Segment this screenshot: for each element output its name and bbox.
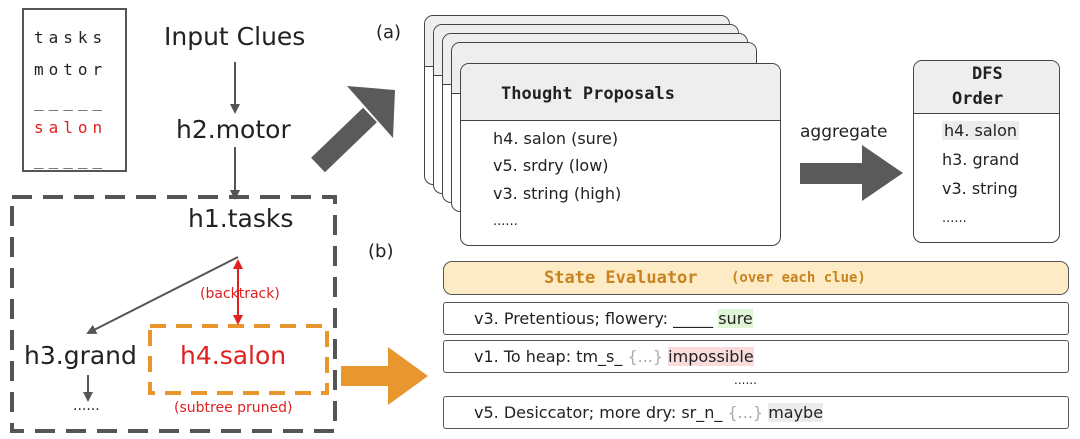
proposal-item: v5. srdry (low) — [493, 156, 609, 175]
omitted-brace: {...} — [627, 347, 664, 366]
big-arrow-to-proposals — [311, 86, 395, 173]
verdict-maybe: maybe — [768, 403, 824, 422]
proposals-title: Thought Proposals — [501, 84, 675, 104]
label-a: (a) — [376, 22, 402, 43]
aggregate-arrow — [800, 145, 903, 201]
orange-arrow-to-evaluator — [341, 347, 428, 405]
board-row-salon: salon — [34, 118, 108, 137]
tree-ellipsis: ...... — [73, 398, 100, 414]
evaluator-ellipsis: ...... — [734, 373, 757, 387]
search-tree-box — [10, 195, 337, 433]
input-clues-label: Input Clues — [164, 22, 306, 51]
dfs-title-line2: Order — [952, 89, 1004, 109]
clue-text: v1. To heap: tm_s_ — [474, 347, 628, 366]
node-h4-salon: h4.salon — [180, 341, 287, 370]
dfs-item: v3. string — [942, 179, 1018, 198]
arrow-to-h3 — [86, 256, 239, 334]
clue-text: v5. Desiccator; more dry: sr_n_ — [474, 403, 728, 422]
dfs-item: h3. grand — [942, 150, 1020, 169]
pruned-node-box — [148, 324, 329, 395]
state-evaluator-header: State Evaluator (over each clue) — [443, 261, 1069, 295]
dfs-item: h4. salon — [942, 121, 1020, 140]
proposal-item: ...... — [493, 214, 518, 229]
node-h1-tasks: h1.tasks — [188, 204, 294, 233]
board-row-blank-2: _____ — [34, 150, 108, 169]
proposal-item: h4. salon (sure) — [493, 129, 619, 148]
node-h3-grand: h3.grand — [24, 341, 137, 370]
aggregate-label: aggregate — [800, 122, 888, 142]
evaluator-subtitle: (over each clue) — [731, 270, 866, 286]
proposal-card-front: Thought Proposals h4. salon (sure) v5. s… — [460, 63, 781, 246]
board-row-tasks: tasks — [34, 28, 108, 47]
clue-text: v3. Pretentious; flowery: _____ — [474, 309, 719, 328]
evaluator-title: State Evaluator — [544, 268, 698, 288]
board-row-blank: _____ — [34, 92, 108, 111]
backtrack-label: (backtrack) — [200, 286, 280, 302]
evaluator-row: v5. Desiccator; more dry: sr_n_ {...} ma… — [443, 396, 1069, 429]
proposal-item: v3. string (high) — [493, 184, 622, 203]
dfs-order-card: DFS Order h4. salon h3. grand v3. string… — [913, 60, 1060, 243]
dfs-title-line1: DFS — [972, 64, 1003, 84]
subtree-pruned-label: (subtree pruned) — [174, 400, 293, 416]
evaluator-row: v1. To heap: tm_s_ {...} impossible — [443, 340, 1069, 373]
evaluator-row: v3. Pretentious; flowery: _____ sure — [443, 302, 1069, 335]
dfs-item: ...... — [942, 211, 967, 226]
crossword-board: tasks motor _____ salon _____ — [22, 8, 127, 172]
verdict-sure: sure — [718, 309, 753, 328]
omitted-brace: {...} — [727, 403, 764, 422]
verdict-impossible: impossible — [668, 347, 754, 366]
node-h2-motor: h2.motor — [176, 115, 291, 144]
board-row-motor: motor — [34, 60, 108, 79]
label-b: (b) — [368, 241, 394, 262]
